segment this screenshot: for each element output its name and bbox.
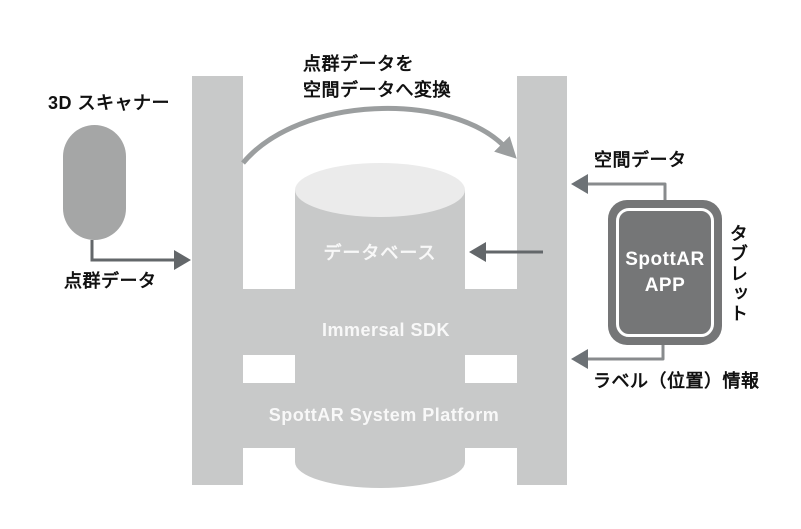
- tablet-side-label: タブレット: [728, 224, 748, 324]
- arrow-tablet-spatial-data: [571, 174, 667, 200]
- tablet-app-name-line1: SpottAR: [625, 248, 705, 270]
- scanner-device-shape: [63, 125, 126, 240]
- spatial-data-label: 空間データ: [594, 150, 687, 170]
- tablet-app-name-line2: APP: [644, 274, 686, 296]
- convert-annotation-line2: 空間データへ変換: [303, 80, 451, 100]
- arrow-point-cloud-to-platform: [90, 240, 191, 270]
- database-label: データベース: [323, 243, 437, 263]
- immersal-sdk-label: Immersal SDK: [321, 320, 451, 340]
- database-cylinder-shape: [295, 163, 465, 488]
- convert-annotation-line1: 点群データを: [303, 54, 414, 74]
- point-cloud-label: 点群データ: [64, 271, 157, 291]
- platform-name-label: SpottAR System Platform: [268, 405, 500, 425]
- tablet-screen: SpottAR APP: [616, 208, 714, 337]
- arrow-tablet-label-info: [571, 345, 665, 369]
- label-position-info-label: ラベル（位置）情報: [593, 371, 760, 391]
- tablet-device: SpottAR APP: [608, 200, 722, 345]
- scanner-title-label: 3D スキャナー: [48, 93, 171, 113]
- arrow-convert-curve: [241, 105, 517, 165]
- convert-annotation-label: 点群データを 空間データへ変換: [303, 51, 451, 103]
